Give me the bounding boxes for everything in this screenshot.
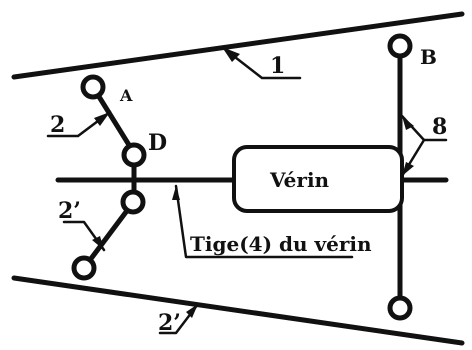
joint-bottom-left [71,255,97,281]
joint-bottom-right [387,295,413,321]
joint-b [387,33,413,59]
label-point-b: B [420,45,437,69]
bottom-frame-bar [11,275,465,346]
label-point-d: D [148,130,167,156]
joint-a [80,74,106,100]
joint-lower-arm [120,189,146,215]
arm-upper-link [90,84,137,156]
arrowhead-8-top [402,116,414,130]
label-part-8: 8 [432,114,447,140]
arrowhead-2 [94,112,110,126]
arrowhead-1 [222,47,240,62]
leader-rod [174,184,354,259]
arrowhead-rod [172,186,180,200]
label-arm-upper: 2 [50,112,65,138]
arrowhead-8-bottom [402,162,414,176]
label-jack: Vérin [269,168,330,192]
label-arm-lower: 2’ [58,198,81,224]
joint-d [121,142,147,168]
jack-body [232,145,404,213]
arrowhead-2prime-bottom [186,304,198,318]
label-point-a: A [119,86,133,105]
label-frame-top: 1 [270,53,285,79]
arm-lower-link [81,201,135,271]
top-frame-bar [11,11,465,80]
label-rod: Tige(4) du vérin [190,232,372,256]
arrowhead-2prime [92,236,104,250]
label-frame-bottom: 2’ [158,310,181,336]
